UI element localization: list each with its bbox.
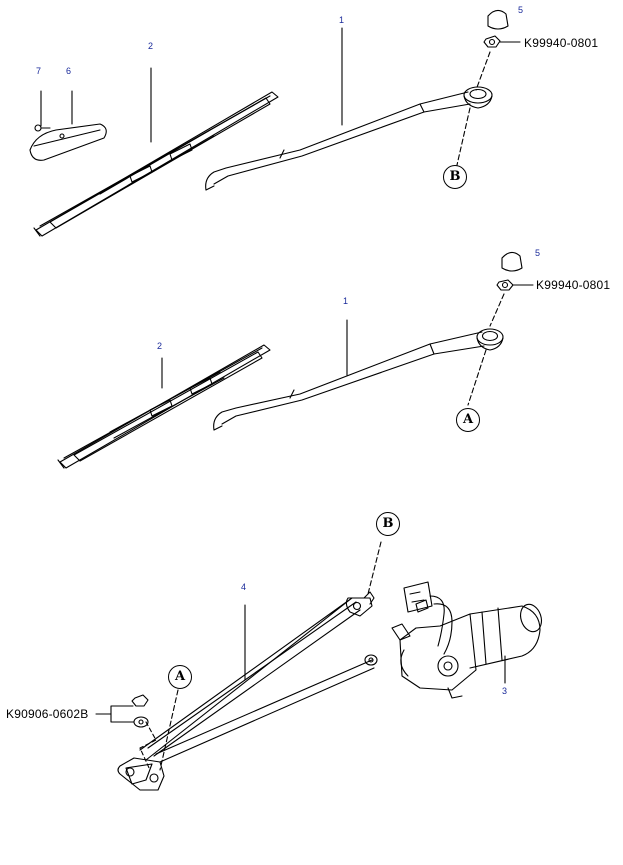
callout-2-upper: 2 xyxy=(148,41,154,51)
dash-lower-A xyxy=(159,689,179,771)
ref-circle-A-lower: A xyxy=(168,665,192,689)
dash-middle-cap xyxy=(489,293,505,327)
upper-blade-clip-icon xyxy=(29,123,107,161)
callout-2-middle: 2 xyxy=(157,341,163,351)
middle-blade-icon xyxy=(57,344,271,469)
middle-nut-icon xyxy=(496,279,514,291)
part-code-upper: K99940-0801 xyxy=(524,36,599,50)
part-code-middle: K99940-0801 xyxy=(536,278,611,292)
ref-circle-B-lower: B xyxy=(376,512,400,536)
callout-6-upper: 6 xyxy=(66,66,72,76)
callout-1-middle: 1 xyxy=(343,296,349,306)
dash-lower-B xyxy=(367,541,382,595)
callout-4: 4 xyxy=(241,582,247,592)
upper-cap-icon xyxy=(487,9,509,30)
callout-1-upper: 1 xyxy=(339,15,345,25)
wiper-motor-icon xyxy=(391,581,542,699)
middle-cap-icon xyxy=(501,251,523,272)
upper-nut-icon xyxy=(483,35,501,48)
callout-3: 3 xyxy=(502,686,508,696)
dash-upper-cap xyxy=(475,51,491,91)
dash-lower-bolt xyxy=(139,721,157,771)
part-code-lower: K90906-0602B xyxy=(6,707,89,721)
upper-blade-icon xyxy=(33,91,279,237)
callout-5-upper: 5 xyxy=(518,5,524,15)
leader-code-lower xyxy=(95,705,135,723)
dash-middle-ref xyxy=(467,349,487,406)
callout-7-upper: 7 xyxy=(36,66,42,76)
ref-circle-A-middle: A xyxy=(456,408,480,432)
wiper-linkage-icon xyxy=(117,591,378,791)
callout-5-middle: 5 xyxy=(535,248,541,258)
upper-wiper-arm-icon xyxy=(205,86,493,191)
dash-upper-ref xyxy=(456,107,471,166)
middle-wiper-arm-icon xyxy=(213,328,504,431)
ref-circle-B-upper: B xyxy=(443,165,467,189)
